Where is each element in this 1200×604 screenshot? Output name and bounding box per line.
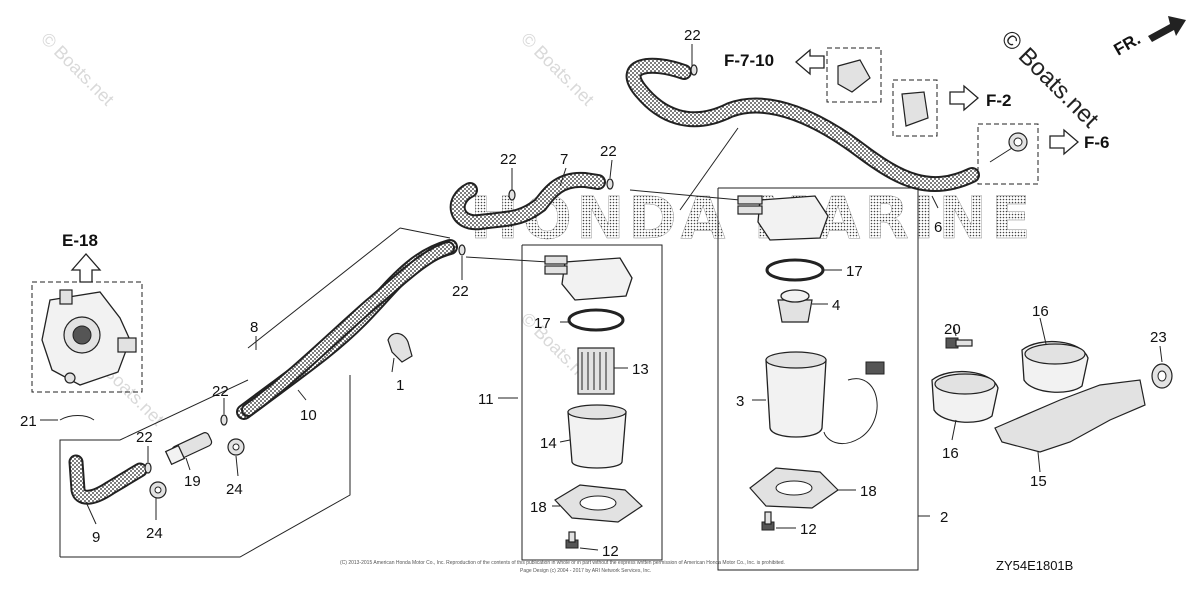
callout-24-upper: 24 [226,481,243,498]
callout-17-right: 17 [846,263,863,280]
callout-12-left: 12 [602,543,619,560]
callout-19: 19 [184,473,201,490]
hose-7[interactable] [449,171,606,231]
hose-10[interactable] [241,241,455,417]
callout-22-hose9: 22 [136,429,153,446]
callout-2: 2 [940,509,948,526]
band-16-lower[interactable] [931,370,999,423]
filter-element-13[interactable] [577,347,615,395]
bolt-12-left[interactable] [565,531,579,549]
callout-8: 8 [250,319,258,336]
callout-15: 15 [1030,473,1047,490]
callout-22-hose8: 22 [452,283,469,300]
filter-11-cover[interactable] [544,255,633,301]
watermark-text: © Boats.net [37,29,118,110]
connector-thumb [989,132,1028,163]
callout-18-left: 18 [530,499,547,516]
filter-2-cover[interactable] [737,195,829,241]
clip-frame-2 [892,79,938,137]
callout-18-right: 18 [860,483,877,500]
ref-e18: E-18 [62,231,98,250]
bolt-12-right[interactable] [761,511,775,531]
front-arrow-icon [1148,16,1186,42]
callout-11: 11 [478,391,494,408]
clamp-1[interactable] [387,332,413,363]
clip-thumb-1 [837,59,871,93]
callout-1: 1 [396,377,404,394]
fuel-pump-e18[interactable] [41,289,137,386]
callout-10: 10 [300,407,317,424]
bracket-15[interactable] [994,379,1146,453]
ref-f2: F-2 [986,91,1012,110]
leader-lines [40,44,1163,551]
callout-3: 3 [736,393,744,410]
frames [31,47,1039,571]
clip-24-upper[interactable] [227,438,245,456]
callout-17-left: 17 [534,315,551,332]
callout-24-lower: 24 [146,525,163,542]
arrow-f710 [795,48,825,76]
e18-pump-frame [31,281,143,393]
clip-frame-1 [826,47,882,103]
ring-nut-18-left[interactable] [554,484,643,523]
watermark-logo-text: © Boats.net [996,25,1104,133]
footer: (C) 2013-2015 American Honda Motor Co., … [340,558,1073,574]
callout-23: 23 [1150,329,1167,346]
callout-12-right: 12 [800,521,817,538]
clip-24-lower[interactable] [149,481,167,499]
float-4[interactable] [777,289,813,323]
hose-bracket-left [59,379,249,557]
ref-f6: F-6 [1084,133,1110,152]
arrow-f2 [949,84,979,112]
callout-6: 6 [934,219,942,236]
watermark-text: © Boats.net [517,29,598,110]
filter-cup-14[interactable] [567,404,627,469]
callout-13: 13 [632,361,649,378]
joint-19[interactable] [164,431,213,466]
ref-f710: F-7-10 [724,51,774,70]
hose-bracket-bottom [60,375,351,558]
reference-labels: E-18 F-7-10 F-2 F-6 [62,51,1110,250]
callout-22-joint: 22 [212,383,229,400]
hose-bracket-top [399,227,451,239]
callout-16-lower: 16 [942,445,959,462]
hose-6[interactable] [625,57,980,193]
filter-2-frame [717,187,919,571]
callout-20: 20 [944,321,961,338]
grommet-23[interactable] [1151,363,1173,389]
callout-22-top: 22 [684,27,701,44]
arrow-e18 [70,253,102,283]
arrow-f6 [1049,128,1079,156]
filter-11-frame [521,244,663,561]
callout-22-hose7: 22 [500,151,517,168]
callout-9: 9 [92,529,100,546]
callout-4: 4 [832,297,840,314]
copyright-line-1: (C) 2013-2015 American Honda Motor Co., … [340,560,785,566]
brand-watermark-text: HONDA MARINE [470,184,1035,252]
filter-cup-3[interactable] [765,351,885,444]
bolt-20[interactable] [945,337,973,349]
brand-watermark: HONDA MARINE [470,184,1035,252]
band-16-upper[interactable] [1021,340,1089,393]
callouts: 1 2 3 4 6 7 8 9 10 11 12 12 13 14 15 16 … [20,27,1167,560]
callout-21: 21 [20,413,37,430]
front-label: FR. [1111,29,1144,59]
clip-rings-22 [59,64,698,474]
ring-nut-18-right[interactable] [749,467,839,509]
connector-frame [977,123,1039,185]
front-direction-indicator: FR. [1111,16,1186,59]
callout-22-filter: 22 [600,143,617,160]
diagram-code: ZY54E1801B [996,558,1073,573]
clip-thumb-2 [901,91,929,127]
copyright-line-2: Page Design (c) 2004 - 2017 by ARI Netwo… [520,568,651,574]
hose-9[interactable] [68,454,148,505]
callout-16-upper: 16 [1032,303,1049,320]
callout-7: 7 [560,151,568,168]
callout-14: 14 [540,435,557,452]
o-ring-17-left[interactable] [567,308,625,332]
o-ring-17-right[interactable] [765,258,825,282]
